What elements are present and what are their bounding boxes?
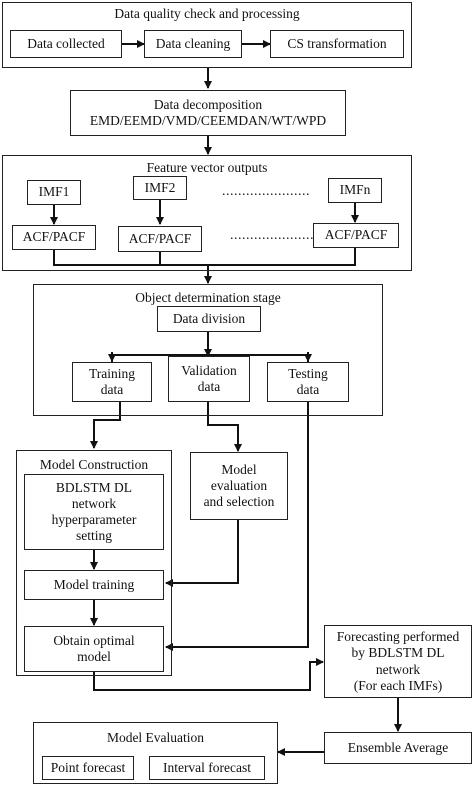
model-evaluation-selection-box: Model evaluation and selection: [190, 452, 288, 520]
arrow-validation-to-evaluation: [207, 402, 242, 452]
acf-ellipsis: ......................: [230, 228, 318, 243]
forecasting-box: Forecasting performed by BDLSTM DL netwo…: [324, 625, 472, 698]
feature-vector-frame: [2, 155, 412, 271]
object-determination-frame: [33, 284, 383, 416]
acf-pacf-box-2: ACF/PACF: [118, 226, 202, 252]
stage-quality-title: Data quality check and processing: [114, 6, 300, 21]
interval-forecast-box: Interval forecast: [149, 756, 265, 780]
model-evaluation-title: Model Evaluation: [106, 730, 205, 745]
arrow-evaluation-to-training: [165, 520, 239, 587]
arrow-training-to-construction: [90, 402, 121, 449]
model-construction-title: Model Construction: [39, 457, 149, 472]
training-data-box: Training data: [72, 362, 152, 402]
ensemble-average-box: Ensemble Average: [324, 732, 472, 764]
point-forecast-box: Point forecast: [42, 756, 134, 780]
imf2-box: IMF2: [133, 176, 187, 200]
model-evaluation-frame: [33, 722, 278, 784]
arrow-testing-to-optimal: [165, 402, 309, 651]
testing-data-box: Testing data: [267, 362, 349, 402]
optimal-model-box: Obtain optimal model: [24, 626, 164, 672]
model-construction-frame: [16, 450, 172, 676]
step-data-cleaning: Data cleaning: [144, 30, 242, 58]
acf-pacf-box-1: ACF/PACF: [12, 225, 96, 250]
arrow-optimal-to-forecasting: [93, 658, 324, 691]
validation-data-box: Validation data: [168, 356, 250, 402]
imf-ellipsis: ......................: [222, 184, 310, 199]
step-cs-transformation: CS transformation: [270, 30, 404, 58]
imf1-box: IMF1: [27, 180, 81, 205]
acf-pacf-box-n: ACF/PACF: [313, 223, 399, 248]
acf-merge-line: [53, 248, 356, 266]
stage-quality-frame: [2, 2, 412, 68]
model-training-box: Model training: [24, 570, 164, 600]
decomposition-title: Data decomposition: [153, 96, 263, 112]
object-determination-title: Object determination stage: [135, 290, 281, 305]
decomposition-methods: EMD/EEMD/VMD/CEEMDAN/WT/WPD: [89, 113, 327, 128]
feature-vector-title: Feature vector outputs: [146, 160, 268, 175]
data-division-box: Data division: [157, 306, 261, 332]
decomposition-box: Data decomposition EMD/EEMD/VMD/CEEMDAN/…: [70, 90, 346, 136]
step-data-collected: Data collected: [10, 30, 122, 58]
imfn-box: IMFn: [328, 178, 382, 203]
hyperparameter-setting-box: BDLSTM DL network hyperparameter setting: [24, 474, 164, 550]
